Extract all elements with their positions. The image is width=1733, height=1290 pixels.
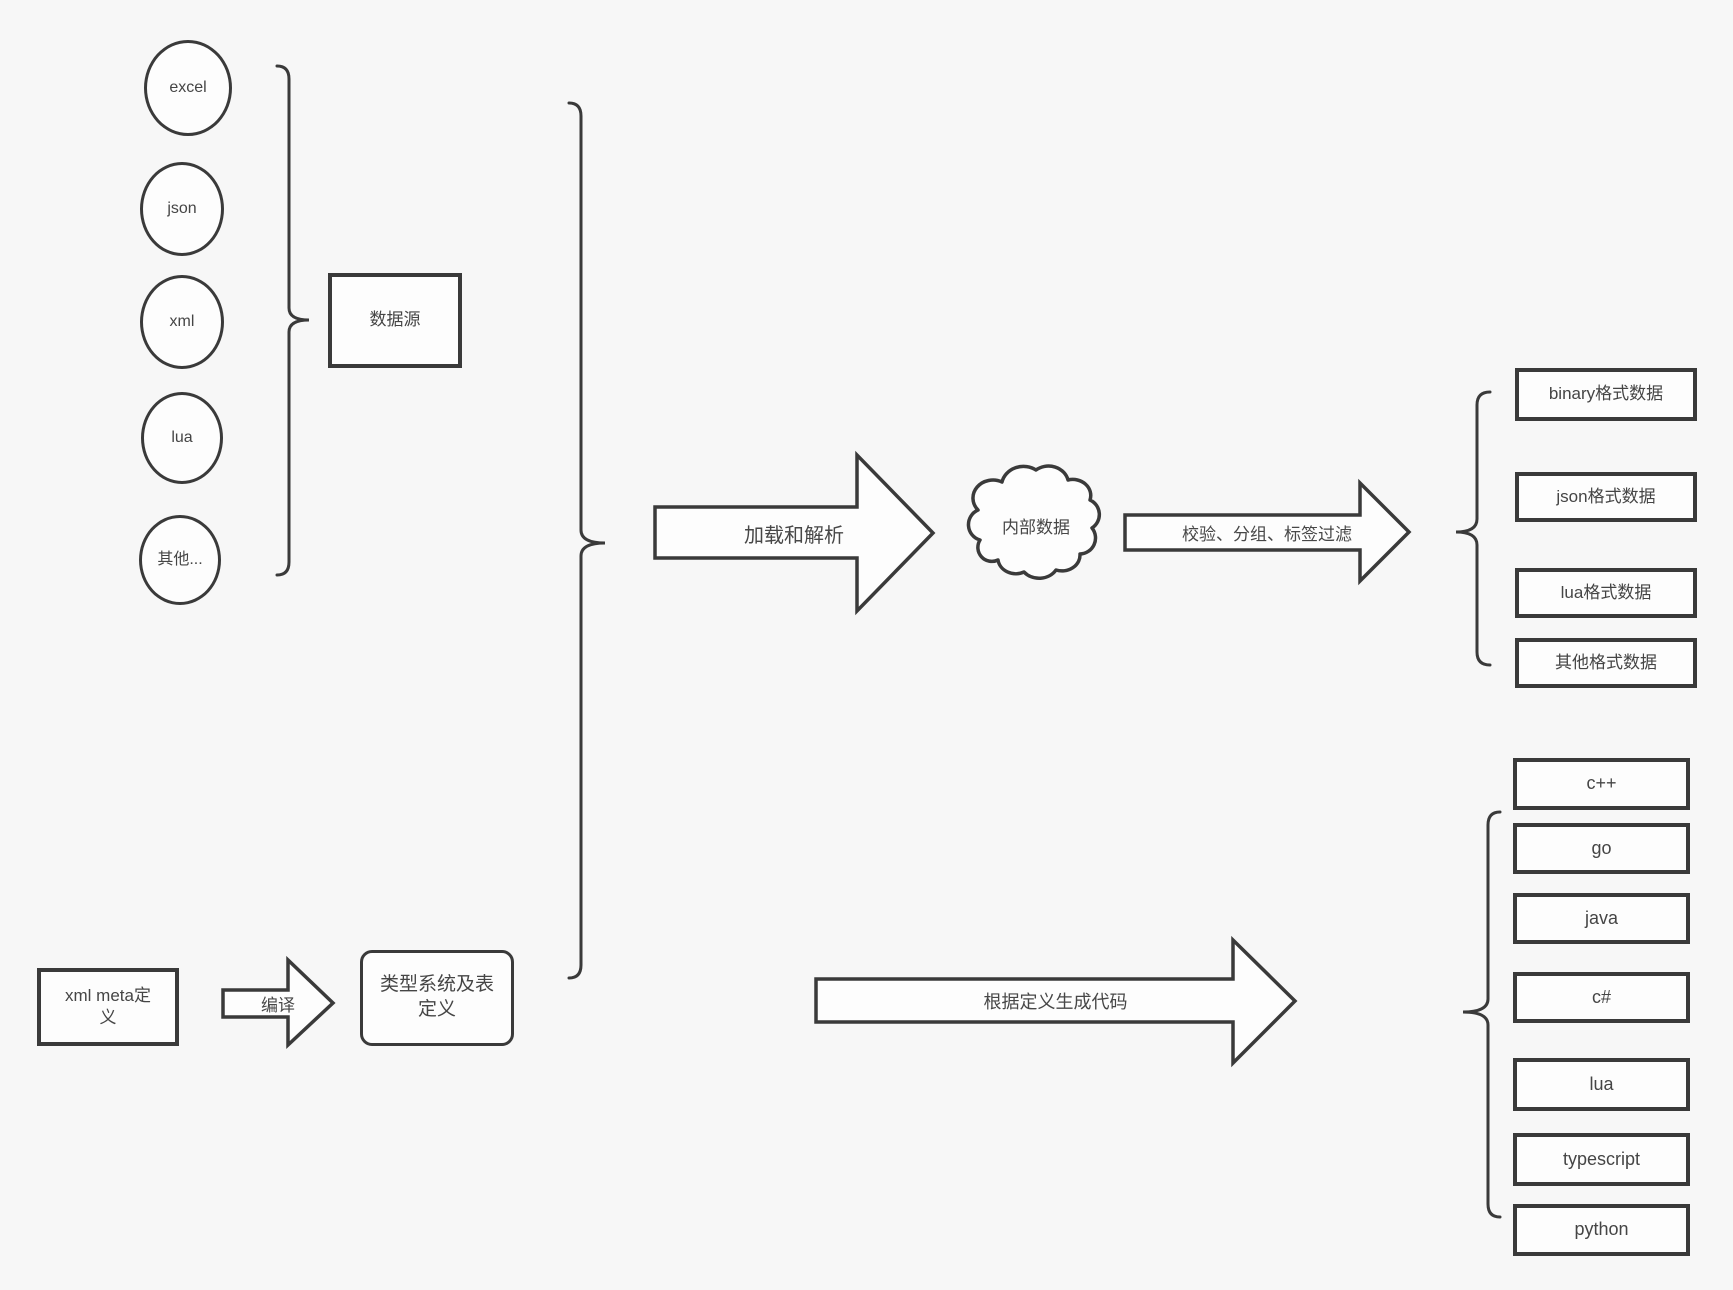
load-parse-arrow-shape [653, 450, 936, 616]
filter-arrow-label: 校验、分组、标签过滤 [1182, 524, 1352, 544]
main-group-brace-shape [567, 101, 606, 980]
format-box-json: json格式数据 [1515, 472, 1697, 522]
source-node-other: 其他... [139, 515, 221, 605]
codegen-arrow-shape [814, 935, 1298, 1068]
language-box-lua: lua [1513, 1058, 1690, 1111]
data-sources-brace-shape [275, 64, 310, 577]
compile-arrow-label: 编译 [261, 995, 295, 1015]
data-source-group-box: 数据源 [328, 273, 462, 368]
format-box-lua: lua格式数据 [1515, 568, 1697, 618]
load-parse-arrow-label: 加载和解析 [744, 524, 844, 547]
format-box-binary: binary格式数据 [1515, 368, 1697, 421]
output-formats-brace-shape [1455, 390, 1492, 667]
compile-arrow-shape [221, 955, 336, 1050]
language-box-typescript: typescript [1513, 1133, 1690, 1186]
source-node-excel: excel [144, 40, 232, 136]
internal-data-cloud-label: 内部数据 [1002, 517, 1070, 537]
languages-brace-shape [1462, 810, 1502, 1219]
format-box-other: 其他格式数据 [1515, 638, 1697, 688]
codegen-arrow-label: 根据定义生成代码 [983, 992, 1128, 1012]
source-node-json: json [140, 162, 224, 256]
language-box-csharp: c# [1513, 972, 1690, 1023]
type-system-box: 类型系统及表定义 [360, 950, 514, 1046]
xml-meta-box: xml meta定义 [37, 968, 179, 1046]
language-box-cpp: c++ [1513, 758, 1690, 810]
source-node-lua: lua [141, 392, 223, 484]
language-box-go: go [1513, 823, 1690, 874]
language-box-java: java [1513, 893, 1690, 944]
source-node-xml: xml [140, 275, 224, 369]
filter-arrow-shape [1123, 478, 1412, 586]
language-box-python: python [1513, 1204, 1690, 1256]
internal-data-cloud-shape [966, 464, 1102, 580]
